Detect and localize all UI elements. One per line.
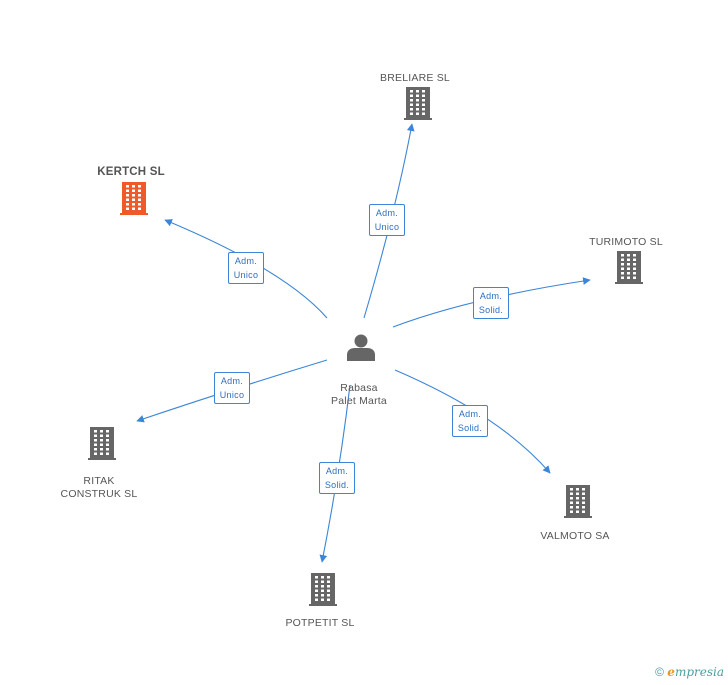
company-name-potpetit: POTPETIT SL: [285, 617, 355, 629]
relation-label-kertch[interactable]: Adm. Unico: [227, 252, 265, 284]
person-icon[interactable]: [347, 334, 375, 362]
building-icon[interactable]: [120, 182, 148, 215]
relation-label-ritak[interactable]: Adm. Unico: [213, 372, 251, 404]
building-icon[interactable]: [564, 485, 592, 518]
company-name-turimoto: TURIMOTO SL: [589, 236, 663, 248]
person-name: Rabasa Palet Marta: [331, 382, 387, 407]
building-icon[interactable]: [615, 251, 643, 284]
building-icon[interactable]: [88, 427, 116, 460]
company-name-ritak: RITAK CONSTRUK SL: [60, 475, 138, 500]
company-name-valmoto: VALMOTO SA: [540, 530, 610, 542]
relation-label-turimoto[interactable]: Adm. Solid.: [472, 287, 510, 319]
company-name-kertch: KERTCH SL: [97, 166, 165, 178]
company-name-breliare: BRELIARE SL: [380, 72, 450, 84]
relation-label-valmoto[interactable]: Adm. Solid.: [451, 405, 489, 437]
relation-label-breliare[interactable]: Adm. Unico: [368, 204, 406, 236]
copyright-icon: ©: [655, 665, 664, 679]
footer-brand: © empresia: [655, 665, 724, 679]
relation-label-potpetit[interactable]: Adm. Solid.: [318, 462, 356, 494]
brand-logo: empresia: [667, 665, 724, 679]
edge-kertch: [164, 219, 328, 319]
building-icon[interactable]: [309, 573, 337, 606]
building-icon[interactable]: [404, 87, 432, 120]
